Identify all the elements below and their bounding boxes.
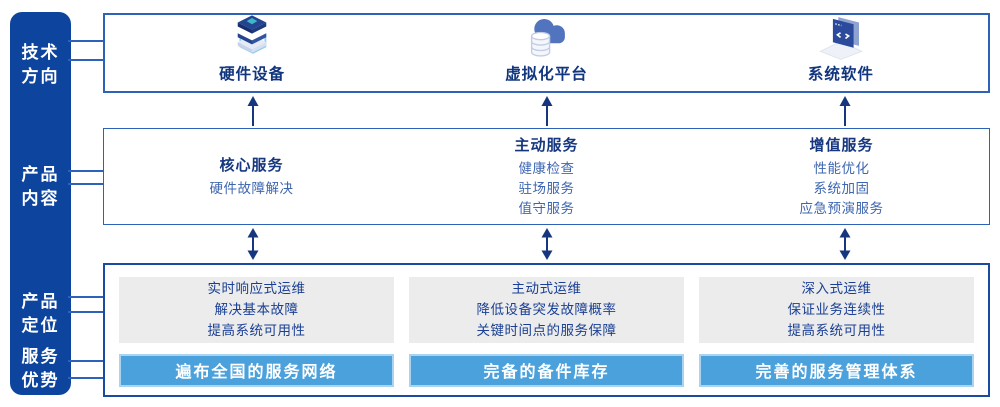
double-arrow-icon: [540, 227, 554, 266]
advantage-bar: 完善的服务管理体系: [699, 353, 974, 387]
sidebar-label-tech-direction: 技术 方向: [10, 41, 71, 89]
advantage-bar: 完备的备件库存: [409, 353, 684, 387]
server-stack-icon: [225, 10, 279, 60]
position-line: 实时响应式运维: [207, 281, 306, 297]
sidebar-label-line: 优势: [21, 371, 60, 390]
position-line: 关键时间点的服务保障: [476, 323, 617, 339]
position-col-proactive: 主动式运维 降低设备突发故障概率 关键时间点的服务保障 完备的备件库存: [409, 277, 684, 387]
sidebar-label-product-content: 产品 内容: [10, 163, 71, 211]
advantage-bar: 遍布全国的服务网络: [119, 353, 394, 387]
connector-line: [68, 170, 105, 172]
code-window-icon: [814, 12, 868, 60]
connector-line: [68, 360, 105, 362]
up-arrow-icon: [838, 95, 852, 132]
position-description-box: 实时响应式运维 解决基本故障 提高系统可用性: [119, 277, 394, 343]
connector-line: [68, 183, 105, 185]
position-col-deep: 深入式运维 保证业务连续性 提高系统可用性 完善的服务管理体系: [699, 277, 974, 387]
sidebar-label-line: 方向: [21, 67, 60, 86]
tech-col-software: 系统软件: [694, 15, 988, 91]
connector-line: [68, 59, 105, 61]
position-line: 解决基本故障: [214, 302, 299, 318]
product-position-panel: 实时响应式运维 解决基本故障 提高系统可用性 遍布全国的服务网络 主动式运维 降…: [103, 263, 990, 397]
tech-col-virtualization: 虚拟化平台: [399, 15, 693, 91]
sidebar-label-product-position: 产品 定位: [10, 290, 71, 338]
double-arrow-icon: [246, 227, 260, 266]
service-col-core: 核心服务 硬件故障解决: [104, 129, 399, 224]
position-line: 主动式运维: [511, 281, 582, 297]
service-heading: 主动服务: [514, 137, 579, 154]
position-line: 深入式运维: [801, 281, 872, 297]
connector-line: [68, 377, 105, 379]
up-arrow-icon: [246, 95, 260, 132]
position-line: 降低设备突发故障概率: [476, 302, 617, 318]
sidebar-label-line: 服务: [21, 347, 60, 366]
sidebar-label-line: 内容: [21, 189, 60, 208]
service-item: 健康检查: [518, 161, 575, 176]
tech-direction-panel: 硬件设备 虚拟化平台: [103, 13, 990, 93]
service-item: 硬件故障解决: [209, 181, 294, 196]
connector-line: [68, 296, 105, 298]
service-col-value-added: 增值服务 性能优化 系统加固 应急预演服务: [694, 129, 989, 224]
up-arrow-icon: [540, 95, 554, 132]
cloud-database-icon: [519, 14, 573, 60]
sidebar-label-line: 技术: [21, 43, 60, 62]
double-arrow-icon: [838, 227, 852, 266]
product-content-panel: 核心服务 硬件故障解决 主动服务 健康检查 驻场服务 值守服务 增值服务 性能优…: [103, 128, 990, 225]
sidebar-label-line: 产品: [21, 165, 60, 184]
sidebar: 技术 方向 产品 内容 产品 定位 服务 优势: [10, 12, 71, 395]
tech-label-virtualization: 虚拟化平台: [505, 66, 588, 83]
connector-line: [68, 311, 105, 313]
tech-label-software: 系统软件: [807, 66, 874, 83]
sidebar-label-service-advantage: 服务 优势: [10, 345, 71, 393]
position-line: 保证业务连续性: [787, 302, 886, 318]
position-line: 提高系统可用性: [787, 323, 886, 339]
service-item: 驻场服务: [518, 181, 575, 196]
position-description-box: 主动式运维 降低设备突发故障概率 关键时间点的服务保障: [409, 277, 684, 343]
service-heading: 核心服务: [219, 157, 284, 174]
connector-line: [68, 40, 105, 42]
service-item: 值守服务: [518, 201, 575, 216]
service-item: 应急预演服务: [799, 201, 884, 216]
tech-label-hardware: 硬件设备: [219, 66, 286, 83]
service-heading: 增值服务: [809, 137, 874, 154]
service-item: 性能优化: [813, 161, 870, 176]
position-line: 提高系统可用性: [207, 323, 306, 339]
sidebar-label-line: 产品: [21, 292, 60, 311]
position-col-realtime: 实时响应式运维 解决基本故障 提高系统可用性 遍布全国的服务网络: [119, 277, 394, 387]
tech-col-hardware: 硬件设备: [105, 15, 399, 91]
position-description-box: 深入式运维 保证业务连续性 提高系统可用性: [699, 277, 974, 343]
service-col-proactive: 主动服务 健康检查 驻场服务 值守服务: [399, 129, 694, 224]
service-item: 系统加固: [813, 181, 870, 196]
sidebar-label-line: 定位: [21, 316, 60, 335]
